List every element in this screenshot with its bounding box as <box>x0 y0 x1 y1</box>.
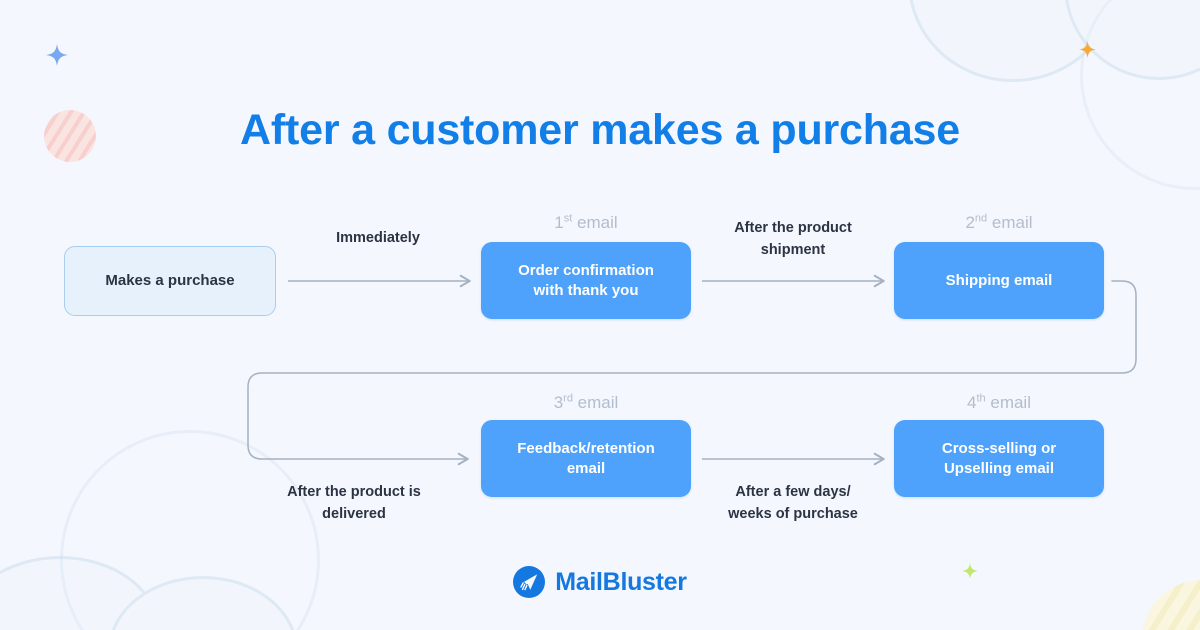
brand-logo[interactable]: MailBluster <box>0 566 1200 598</box>
flow-node-email-1[interactable]: Order confirmation with thank you <box>481 242 691 319</box>
email-caption-4: 4th email <box>894 393 1104 413</box>
timing-label-after-delivered: After the product is delivered <box>264 482 444 526</box>
timing-label-after-shipment: After the product shipment <box>703 218 883 262</box>
email-caption-3-ordinal: rd <box>563 392 573 405</box>
email-caption-4-ordinal: th <box>976 392 986 405</box>
flow-node-email-3-label: Feedback/retention email <box>517 439 655 477</box>
flow-node-email-4-label: Cross-selling or Upselling email <box>941 439 1057 477</box>
connector-email2-to-email3 <box>247 280 1137 466</box>
email-caption-2-ordinal: nd <box>974 212 988 225</box>
timing-label-after-delivered-text: After the product is delivered <box>287 484 421 522</box>
email-caption-1-ordinal: st <box>563 212 573 225</box>
page-title: After a customer makes a purchase <box>240 106 960 154</box>
timing-label-immediately: Immediately <box>288 228 468 250</box>
email-caption-4-number: 4 <box>966 393 977 412</box>
flow-node-email-1-label: Order confirmation with thank you <box>518 261 654 299</box>
flow-node-email-2-label: Shipping email <box>945 271 1053 289</box>
email-caption-2-suffix: email <box>987 213 1033 232</box>
email-caption-1-suffix: email <box>572 213 618 232</box>
timing-label-immediately-text: Immediately <box>336 230 420 246</box>
email-caption-4-suffix: email <box>985 393 1031 412</box>
email-caption-1: 1st email <box>481 213 691 233</box>
flow-node-email-4[interactable]: Cross-selling or Upselling email <box>894 420 1104 497</box>
timing-label-after-shipment-text: After the product shipment <box>734 220 852 258</box>
timing-label-after-few-days-text: After a few days/ weeks of purchase <box>728 484 858 522</box>
flow-node-email-3[interactable]: Feedback/retention email <box>481 420 691 497</box>
email-caption-3-suffix: email <box>572 393 619 412</box>
email-caption-3: 3rd email <box>481 393 691 413</box>
email-caption-2: 2nd email <box>894 213 1104 233</box>
flow-node-start-label: Makes a purchase <box>105 272 235 290</box>
email-caption-1-number: 1 <box>554 213 564 232</box>
brand-name: MailBluster <box>555 567 687 596</box>
flow-node-start[interactable]: Makes a purchase <box>64 246 276 316</box>
timing-label-after-few-days: After a few days/ weeks of purchase <box>703 482 883 526</box>
paper-plane-icon <box>513 566 546 598</box>
email-caption-2-number: 2 <box>965 213 975 232</box>
email-caption-3-number: 3 <box>553 393 564 412</box>
flow-node-email-2[interactable]: Shipping email <box>894 242 1104 319</box>
